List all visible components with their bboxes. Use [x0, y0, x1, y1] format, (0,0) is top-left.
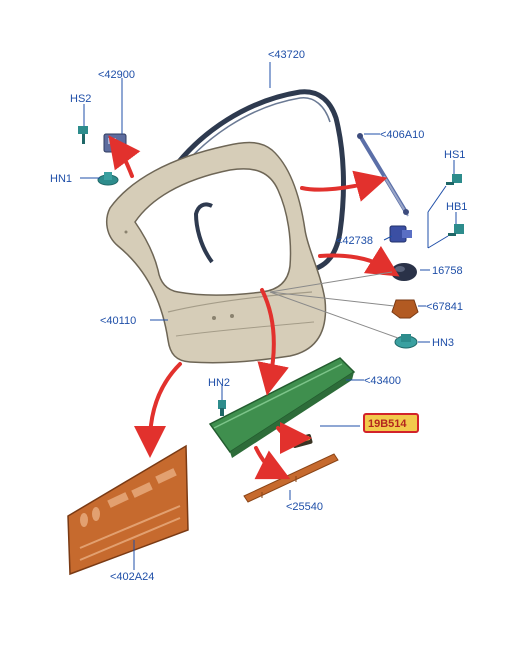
part-16758 — [391, 263, 417, 281]
label-42738: <42738 — [336, 235, 373, 247]
spoiler — [208, 357, 356, 458]
label-402a24: <402A24 — [110, 571, 154, 583]
hinge-part — [103, 133, 127, 153]
part-labels: <43720 <42900 HS2 HN1 <406A10 HS1 HB1 <4… — [50, 49, 467, 583]
weatherstrip-seal-lower — [193, 202, 214, 264]
part-67841 — [391, 299, 419, 319]
label-406a10: <406A10 — [380, 129, 424, 141]
lamp-19b514 — [291, 434, 313, 448]
label-hb1: HB1 — [446, 201, 467, 213]
label-25540: <25540 — [286, 501, 323, 513]
nut-hn3 — [394, 334, 418, 349]
tailgate-panel — [105, 141, 327, 364]
label-hs2: HS2 — [70, 93, 91, 105]
nut-hn2 — [218, 400, 226, 416]
label-hn3: HN3 — [432, 337, 454, 349]
gas-strut — [357, 133, 409, 217]
label-hn1: HN1 — [50, 173, 72, 185]
explode-arrows — [108, 135, 400, 480]
label-40110: <40110 — [100, 315, 136, 327]
nut-hn1 — [97, 172, 119, 186]
leader-lines — [80, 62, 457, 570]
bolt-hb1 — [448, 224, 464, 236]
label-19b514: 19B514 — [368, 418, 407, 430]
label-hs1: HS1 — [444, 149, 465, 161]
label-hn2: HN2 — [208, 377, 230, 389]
label-43720: <43720 — [268, 49, 305, 61]
trim-strip — [243, 453, 339, 503]
pointer-lines — [269, 271, 399, 339]
latch-mechanism — [389, 225, 412, 243]
label-42900: <42900 — [98, 69, 135, 81]
callout-bracket — [427, 185, 449, 249]
label-67841: <67841 — [426, 301, 463, 313]
bolt-hs1 — [446, 174, 462, 185]
highlight-box-19b514 — [363, 413, 419, 433]
label-16758: 16758 — [432, 265, 463, 277]
bolt-hs2 — [78, 126, 88, 144]
label-43400: <43400 — [364, 375, 401, 387]
insulation-pad — [67, 444, 189, 576]
